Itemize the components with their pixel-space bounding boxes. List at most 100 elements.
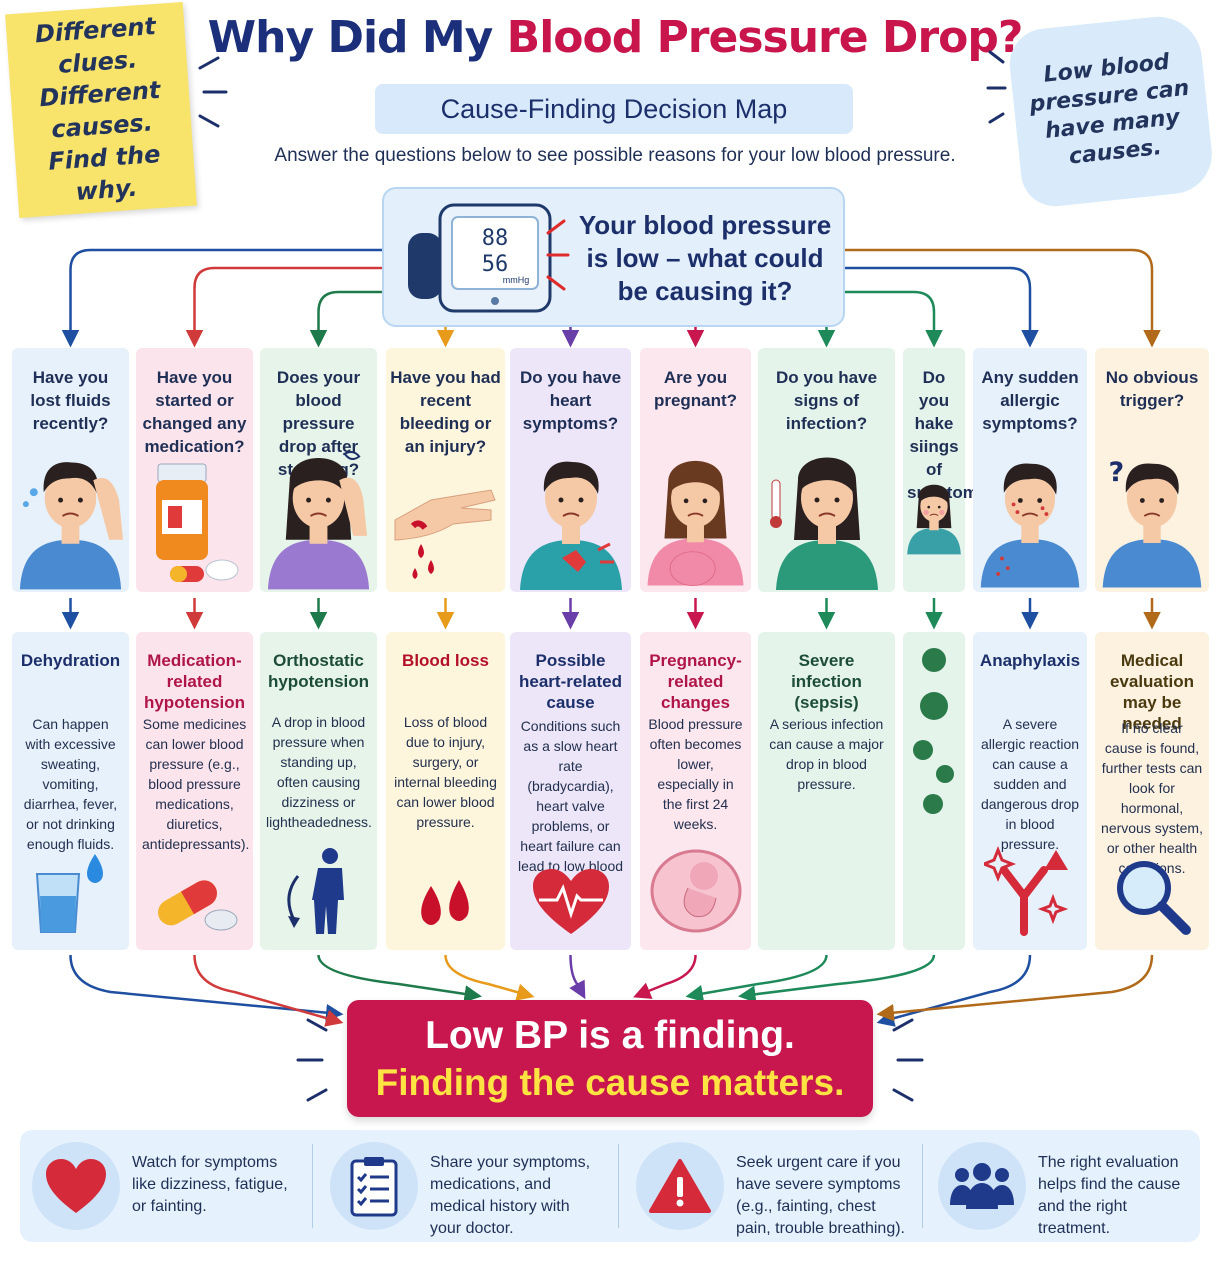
alert-lines-icon (546, 219, 570, 291)
heart-icon (32, 1142, 120, 1230)
divider (312, 1144, 313, 1228)
divider (922, 1144, 923, 1228)
tip-text: Watch for symptoms like dizziness, fatig… (132, 1154, 288, 1215)
page-title: Why Did My Blood Pressure Drop? (200, 12, 1030, 63)
answer-body: If no clear cause is found, further test… (1101, 720, 1203, 876)
dizzy-woman-illustration (260, 440, 377, 590)
tip-watch-symptoms: Watch for symptoms like dizziness, fatig… (20, 1130, 312, 1242)
flow-arrow (317, 954, 482, 1003)
divider (618, 1144, 619, 1228)
magnifier-icon (1095, 856, 1209, 936)
question-card: Have you started or changed any medicati… (136, 348, 253, 592)
flow-arrow (193, 954, 344, 1027)
flow-arrow (633, 954, 697, 999)
question-text: Do you have signs of infection? (775, 368, 878, 433)
central-question: Your blood pressure is low – what could … (578, 210, 832, 306)
title-part-1: Why Did My (207, 12, 494, 63)
answer-title: Dehydration (20, 651, 121, 670)
checklist-icon (330, 1142, 418, 1230)
question-text: Are you pregnant? (653, 368, 738, 410)
question-card: Have you lost fluids recently? (12, 348, 129, 592)
answer-body: A drop in blood pressure when standing u… (266, 714, 372, 830)
flow-arrow (309, 290, 382, 348)
question-card: No obvious trigger? ? (1095, 348, 1209, 592)
question-text: Any sudden allergic symptoms? (981, 368, 1079, 433)
sticky-note: Different clues. Different causes. Find … (5, 2, 197, 218)
question-text: Have you started or changed any medicati… (142, 368, 247, 456)
pregnant-woman-illustration (640, 440, 751, 590)
question-card: Are you pregnant? (640, 348, 751, 592)
conclusion-banner: Low BP is a finding. Finding the cause m… (347, 1000, 873, 1117)
question-text: Do you have heart symptoms? (519, 368, 622, 433)
sticky-note-text: Different clues. Different causes. Find … (34, 12, 162, 206)
flow-arrow (185, 266, 382, 348)
answer-title: Possible heart-related cause (519, 651, 622, 712)
feverish-woman-illustration (758, 440, 895, 590)
tip-urgent-care: Seek urgent care if you have severe symp… (624, 1130, 916, 1242)
tip-text: The right evaluation helps find the caus… (1038, 1154, 1181, 1237)
central-question-box: 88 56 mmHg Your blood pressure is low – … (382, 187, 845, 327)
instructions: Answer the questions below to see possib… (274, 145, 956, 166)
banner-line-1: Low BP is a finding. (425, 1014, 795, 1057)
monitor-unit: mmHg (503, 275, 530, 285)
answer-body: Can happen with excessive sweating, vomi… (23, 716, 118, 852)
answer-body: Loss of blood due to injury, surgery, or… (394, 714, 497, 830)
pill-bottle-illustration (136, 440, 253, 590)
cloud-note-text: Low blood pressure can have many causes. (1028, 49, 1191, 170)
blood-drops-icon (386, 876, 505, 936)
tip-share-history: Share your symptoms, medications, and me… (318, 1130, 610, 1242)
answer-title: Anaphylaxis (979, 651, 1081, 670)
answer-body: Some medicines can lower blood pressure … (142, 716, 250, 852)
answer-body: A severe allergic reaction can cause a s… (980, 716, 1080, 852)
flow-arrow (69, 954, 344, 1022)
question-card: Do you have signs of infection? (758, 348, 895, 592)
title-part-2: Blood Pressure Drop? (506, 12, 1024, 63)
answer-title: Medication-related hypotension (143, 651, 246, 712)
flow-arrow (685, 954, 828, 1003)
allergic-man-illustration (973, 440, 1087, 590)
flow-arrow (845, 266, 1039, 348)
question-card: Do you hake siings of sneptoms? (903, 348, 998, 592)
answer-title: Blood loss (402, 651, 489, 670)
tip-right-evaluation: The right evaluation helps find the caus… (926, 1130, 1200, 1242)
question-text: Have you lost fluids recently? (30, 368, 111, 433)
flow-arrow (444, 954, 535, 1001)
flow-arrow (845, 290, 943, 348)
question-card: Any sudden allergic symptoms? (973, 348, 1087, 592)
answer-title: Severe infection (sepsis) (791, 651, 862, 712)
fetus-icon (640, 846, 751, 936)
monitor-reading-top: 88 (482, 226, 509, 251)
flow-arrow (569, 954, 586, 1000)
flow-arrow (61, 248, 382, 348)
answer-card (903, 632, 965, 950)
flow-arrow (876, 954, 1032, 1027)
flow-arrow (876, 954, 1154, 1022)
question-text: Have you had recent bleeding or an injur… (390, 368, 501, 456)
people-icon (938, 1142, 1026, 1230)
question-text: No obvious trigger? (1105, 368, 1199, 410)
chest-pain-man-illustration (510, 440, 631, 590)
flow-arrow (845, 248, 1161, 348)
question-card: Have you had recent bleeding or an injur… (386, 348, 505, 592)
answer-title: Medical evaluation may be needed (1109, 651, 1195, 733)
flow-arrow (738, 954, 936, 1003)
subtitle: Cause-Finding Decision Map (375, 84, 853, 134)
sick-woman-illustration (903, 440, 965, 590)
answer-card: Anaphylaxis A severe allergic reaction ca… (973, 632, 1087, 950)
answer-body: Blood pressure often becomes lower, espe… (648, 716, 743, 832)
heart-pulse-icon (510, 866, 631, 936)
capsule-icon (136, 866, 253, 936)
banner-line-2: Finding the cause matters. (375, 1062, 845, 1103)
virus-icon (903, 646, 965, 816)
answer-card: Severe infection (sepsis)A serious infec… (758, 632, 895, 950)
person-sweating-illustration (12, 440, 129, 590)
footer-tips: Watch for symptoms like dizziness, fatig… (20, 1130, 1200, 1242)
answer-body: A serious infection can cause a major dr… (769, 716, 884, 792)
warning-icon (636, 1142, 724, 1230)
